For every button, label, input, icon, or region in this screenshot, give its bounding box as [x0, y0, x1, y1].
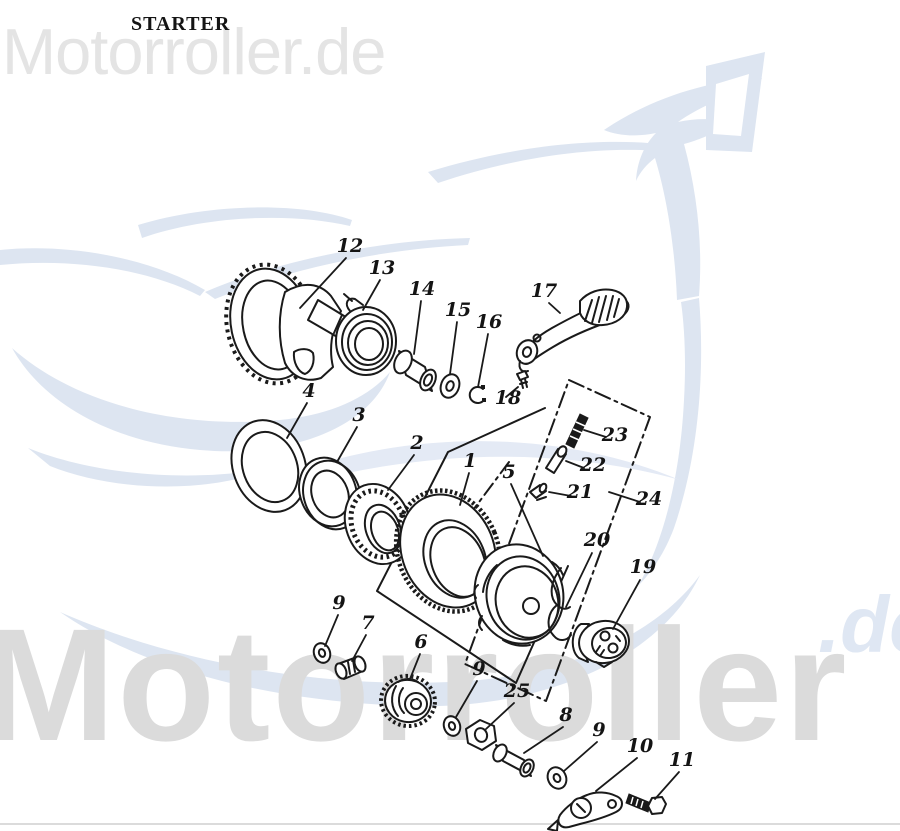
diagram-line-art: 1213141516171843215232221242019976925891…: [224, 235, 695, 831]
part-8-pin: [492, 743, 535, 778]
part-9-washer-c: [546, 766, 568, 790]
part-label-19: 19: [630, 556, 656, 578]
part-label-4: 4: [302, 380, 315, 402]
part-17-kickstart-lever: [515, 288, 630, 373]
part-label-25: 25: [503, 680, 530, 702]
part-label-9: 9: [332, 592, 345, 614]
part-label-21: 21: [566, 481, 593, 503]
part-4-plate-ring: [230, 419, 308, 513]
part-22-pin: [545, 445, 568, 474]
part-label-3: 3: [352, 404, 365, 426]
part-label-6: 6: [414, 631, 427, 653]
part-3-oil-seal: [298, 456, 362, 531]
part-9-washer-b: [442, 715, 462, 737]
part-label-11: 11: [669, 749, 695, 771]
part-7-roller-pin: [334, 655, 367, 680]
part-1-driven-gear: [393, 488, 503, 614]
part-label-8: 8: [558, 704, 572, 726]
part-9-washer-a: [312, 642, 332, 664]
part-label-20: 20: [583, 529, 610, 551]
part-12-kickstart-shaft: [224, 262, 391, 386]
part-label-23: 23: [601, 424, 628, 446]
part-label-1: 1: [463, 450, 476, 472]
part-label-7: 7: [361, 612, 374, 634]
part-label-15: 15: [445, 299, 471, 321]
part-label-24: 24: [635, 488, 662, 510]
part-18-small-bolt: [516, 370, 529, 389]
solid-assembly-box: [376, 407, 569, 684]
part-label-18: 18: [495, 387, 521, 409]
part-13-spiral-spring: [335, 293, 397, 376]
part-20-spring-clip: [547, 567, 572, 641]
part-label-5: 5: [502, 461, 515, 483]
leader-lines: [286, 257, 680, 800]
part-15-washer: [439, 373, 461, 399]
part-label-10: 10: [627, 735, 653, 757]
part-label-16: 16: [476, 311, 502, 333]
part-label-9: 9: [472, 658, 485, 680]
watermark-top-text: Motorroller.de: [2, 15, 385, 88]
part-label-2: 2: [409, 432, 423, 454]
watermark-de-text: .de: [818, 580, 900, 669]
part-23-spring-pin: [565, 413, 589, 449]
part-10-lever-arm: [547, 791, 623, 831]
part-label-12: 12: [337, 235, 363, 257]
part-19-cap: [571, 619, 630, 668]
part-5-ratchet-wheel: [473, 543, 565, 647]
watermark-swoosh-graphic: [0, 52, 765, 707]
part-label-13: 13: [369, 257, 395, 279]
part-label-14: 14: [409, 278, 435, 300]
part-label-22: 22: [579, 454, 606, 476]
part-11-bolt: [625, 793, 667, 815]
part-14-bushing: [393, 349, 437, 392]
part-6-pinion-gear: [379, 673, 437, 729]
page-title: STARTER: [131, 13, 230, 35]
part-label-17: 17: [531, 280, 557, 302]
part-label-9: 9: [592, 719, 605, 741]
part-21-pin: [529, 482, 548, 501]
